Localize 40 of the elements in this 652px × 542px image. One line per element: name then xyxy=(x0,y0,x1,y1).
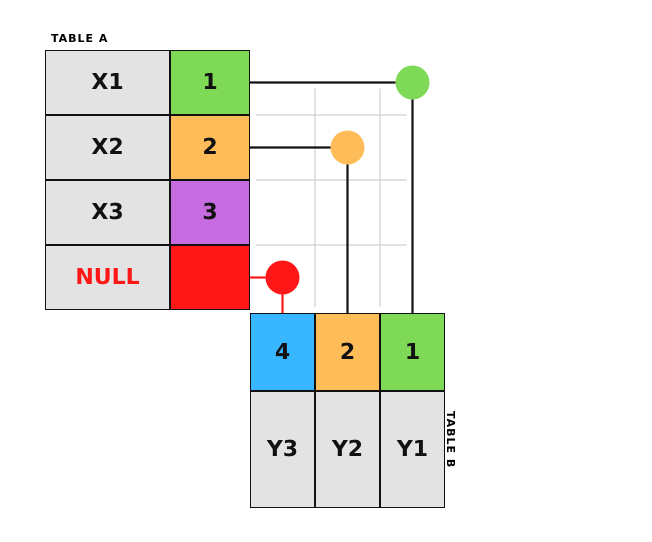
value-text: NULL xyxy=(75,265,140,290)
join-dot xyxy=(266,260,300,294)
value-cell xyxy=(45,180,170,245)
connector-line xyxy=(250,146,330,149)
value-cell xyxy=(250,391,315,508)
key-cell xyxy=(250,313,315,391)
value-cell xyxy=(45,50,170,115)
connector-line xyxy=(411,100,414,313)
value-text: Y1 xyxy=(396,437,428,462)
table-heading: TABLE A xyxy=(51,32,108,45)
key-text: 3 xyxy=(202,200,218,225)
connector-line xyxy=(281,294,284,313)
key-cell xyxy=(380,313,445,391)
key-text: 2 xyxy=(340,340,356,364)
key-text: 1 xyxy=(202,70,218,95)
key-cell xyxy=(170,180,250,245)
connector-line xyxy=(250,276,266,279)
value-text: X1 xyxy=(91,70,124,95)
value-cell xyxy=(315,391,380,508)
value-text: Y2 xyxy=(332,437,364,462)
key-text: 1 xyxy=(404,340,420,364)
key-text: 2 xyxy=(202,135,218,160)
key-text: 4 xyxy=(274,340,290,364)
join-dot xyxy=(396,66,430,100)
value-text: Y3 xyxy=(266,437,298,462)
key-cell xyxy=(315,313,380,391)
key-cell xyxy=(170,50,250,115)
key-cell xyxy=(170,245,250,310)
table xyxy=(45,50,250,310)
table-heading: TABLE B xyxy=(444,410,457,468)
value-cell xyxy=(45,245,170,310)
value-cell xyxy=(45,115,170,180)
connector-line xyxy=(346,164,349,313)
value-text: X2 xyxy=(91,135,124,160)
table xyxy=(250,313,445,508)
key-cell xyxy=(170,115,250,180)
connector-line xyxy=(250,81,396,84)
value-cell xyxy=(380,391,445,508)
value-text: X3 xyxy=(91,200,124,225)
join-dot xyxy=(330,130,364,164)
